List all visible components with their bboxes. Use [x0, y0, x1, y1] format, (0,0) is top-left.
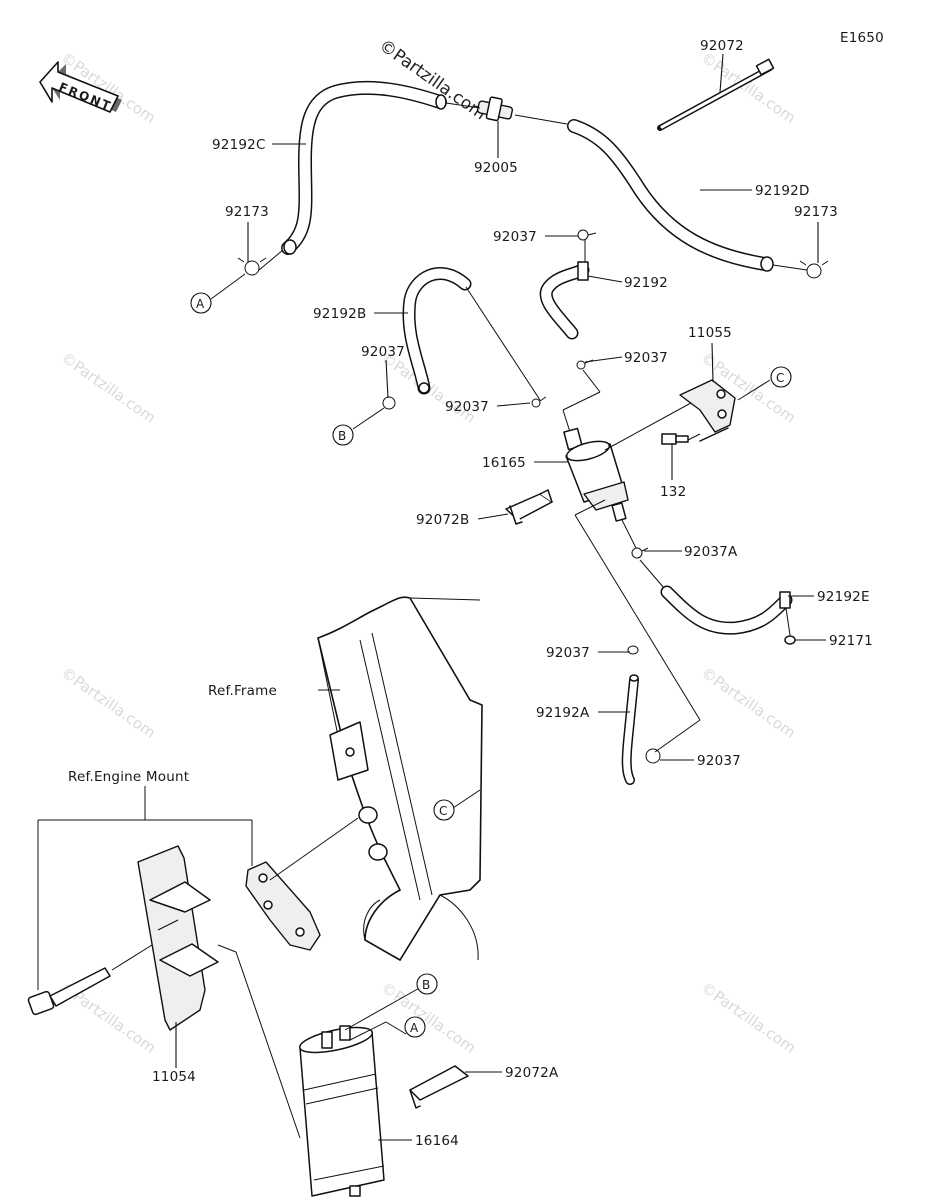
label-92072B[interactable]: 92072B [416, 512, 469, 528]
label-11055[interactable]: 11055 [688, 325, 732, 341]
canister-16164[interactable] [298, 1023, 385, 1197]
callout-label: B [338, 429, 346, 443]
bracket-11054[interactable] [137, 845, 219, 1031]
bracket-11055[interactable] [679, 379, 736, 442]
engine-mount-bracket[interactable] [245, 861, 321, 951]
label-16164[interactable]: 16164 [415, 1133, 459, 1149]
fuel-filter-16165[interactable] [563, 427, 629, 522]
label-92192B[interactable]: 92192B [313, 306, 366, 322]
clamp-92037-low[interactable] [627, 645, 639, 655]
label-92072[interactable]: 92072 [700, 38, 744, 54]
clamp-92037-bottom[interactable] [645, 748, 661, 764]
label-92037-b[interactable]: 92037 [361, 344, 405, 360]
clamp-92037-b[interactable] [382, 396, 396, 410]
watermark: ©Partzilla.com [58, 349, 159, 427]
clamp-92037A[interactable] [631, 547, 649, 559]
bolt-11054-mount[interactable] [27, 967, 111, 1016]
label-92037-top[interactable]: 92037 [493, 229, 537, 245]
label-92192[interactable]: 92192 [624, 275, 668, 291]
clamp-92037-mid[interactable] [531, 396, 547, 408]
callout-c-top[interactable]: C [770, 366, 792, 388]
label-92037A[interactable]: 92037A [684, 544, 738, 560]
callout-label: A [196, 297, 205, 311]
callout-label: C [439, 804, 447, 818]
band-92072A[interactable] [409, 1065, 469, 1109]
label-92173-left[interactable]: 92173 [225, 204, 269, 220]
watermark: ©Partzilla.com [698, 664, 799, 742]
label-92037-bottom[interactable]: 92037 [697, 753, 741, 769]
callout-label: B [422, 978, 430, 992]
label-92192A[interactable]: 92192A [536, 705, 590, 721]
label-92171[interactable]: 92171 [829, 633, 873, 649]
callout-a-top[interactable]: A [190, 292, 212, 314]
strap-92072[interactable] [657, 58, 775, 131]
label-92072A[interactable]: 92072A [505, 1065, 559, 1081]
hose-92192D[interactable] [567, 119, 774, 272]
hose-92192A[interactable] [621, 674, 639, 785]
leader-lines [175, 53, 826, 1141]
hose-92192E[interactable] [660, 585, 793, 635]
label-92173-right[interactable]: 92173 [794, 204, 838, 220]
clamp-92173-left[interactable] [237, 257, 267, 276]
watermark: ©Partzilla.com [698, 49, 799, 127]
label-92037-mid[interactable]: 92037 [445, 399, 489, 415]
label-11054[interactable]: 11054 [152, 1069, 196, 1085]
label-92192D[interactable]: 92192D [755, 183, 810, 199]
watermark-top: ©Partzilla.com [375, 36, 490, 125]
diagram-code: E1650 [840, 30, 884, 46]
callout-label: C [776, 371, 784, 385]
label-ref-engine-mount[interactable]: Ref.Engine Mount [68, 769, 189, 785]
callout-c-frame[interactable]: C [433, 799, 455, 821]
callout-b-bottom[interactable]: B [416, 973, 438, 995]
label-92005[interactable]: 92005 [474, 160, 518, 176]
joint-92005[interactable] [476, 96, 514, 122]
hose-92192[interactable] [539, 261, 590, 340]
label-92037-right[interactable]: 92037 [624, 350, 668, 366]
frame-ref [317, 596, 483, 962]
watermark: ©Partzilla.com [698, 979, 799, 1057]
callout-b-mid[interactable]: B [332, 424, 354, 446]
part-labels: 92072 92192C 92005 92192D 92173 92173 92… [68, 38, 873, 1149]
bolt-132[interactable] [661, 433, 689, 445]
label-16165[interactable]: 16165 [482, 455, 526, 471]
callout-a-bottom[interactable]: A [404, 1016, 426, 1038]
label-132[interactable]: 132 [660, 484, 686, 500]
band-92072B[interactable] [505, 489, 553, 525]
engine-mount-bracket-line [37, 786, 253, 990]
label-ref-frame[interactable]: Ref.Frame [208, 683, 277, 699]
watermark: ©Partzilla.com [58, 664, 159, 742]
clamp-92173-right[interactable] [799, 260, 829, 279]
clamp-92037-top[interactable] [577, 229, 597, 241]
label-92037-low[interactable]: 92037 [546, 645, 590, 661]
callout-label: A [410, 1021, 419, 1035]
hose-92192B[interactable] [402, 267, 472, 395]
hose-92192C[interactable] [281, 80, 447, 255]
label-92192C[interactable]: 92192C [212, 137, 266, 153]
label-92192E[interactable]: 92192E [817, 589, 870, 605]
cap-92171[interactable] [784, 635, 796, 645]
